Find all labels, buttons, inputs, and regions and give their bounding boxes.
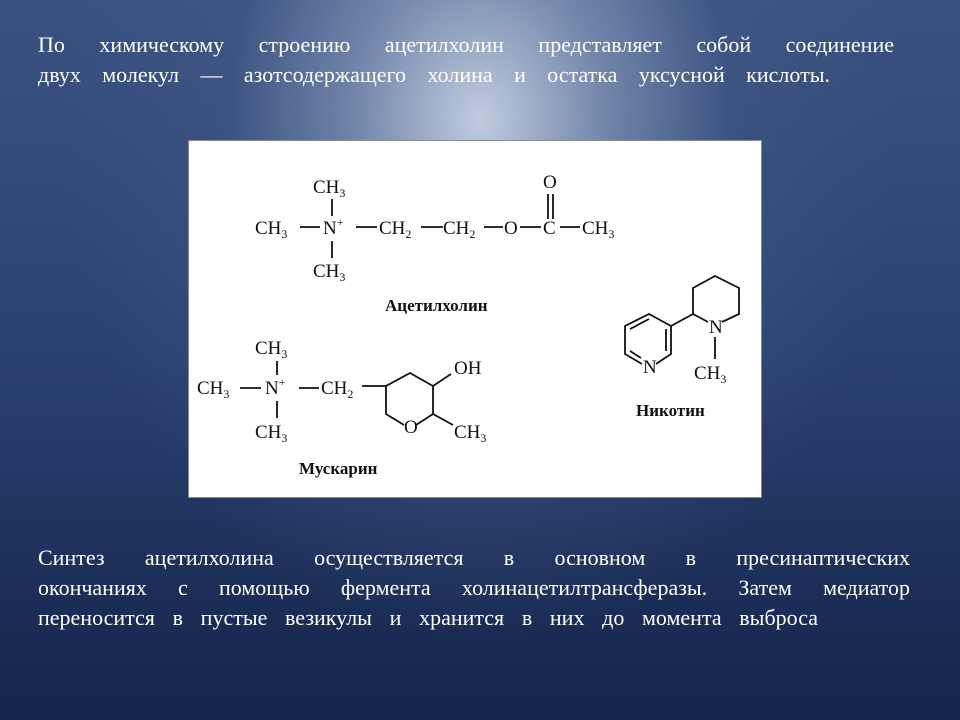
synthesis-line: переносится в пустые везикулы и хранится… bbox=[38, 605, 818, 630]
atom-ch3-top: CH3 bbox=[313, 177, 345, 200]
atom-ch2: CH2 bbox=[321, 378, 353, 401]
atom-ch3-bottom: CH3 bbox=[313, 261, 345, 284]
synthesis-paragraph: Синтез ацетилхолина осуществляется в осн… bbox=[38, 543, 910, 633]
acetylcholine-label: Ацетилхолин bbox=[385, 296, 488, 315]
atom-ch2: CH2 bbox=[443, 218, 475, 241]
atom-n-plus: N+ bbox=[265, 375, 286, 399]
atom-oh: OH bbox=[454, 358, 482, 379]
atom-ch3-left: CH3 bbox=[255, 218, 287, 241]
atom-ch3-bottom: CH3 bbox=[255, 422, 287, 445]
atom-n-piperidine: N bbox=[709, 317, 723, 338]
atom-ch3-left: CH3 bbox=[197, 378, 229, 401]
acetylcholine-structure: CH3 CH3 N+ CH3 CH2 CH2 O C O CH3 Ацетилх… bbox=[255, 172, 614, 315]
atom-ch3-right: CH3 bbox=[582, 218, 614, 241]
atom-o: O bbox=[504, 218, 518, 239]
atom-ch3-top: CH3 bbox=[255, 338, 287, 361]
atom-n-plus: N+ bbox=[323, 215, 344, 239]
intro-line: двух молекул — азотсодержащего холина и … bbox=[38, 62, 830, 87]
intro-paragraph: По химическому строению ацетилхолин пред… bbox=[38, 30, 894, 90]
structures-svg: CH3 CH3 N+ CH3 CH2 CH2 O C O CH3 Ацетилх… bbox=[197, 172, 740, 478]
atom-o-ring: O bbox=[404, 417, 418, 438]
pyridine-ring bbox=[624, 312, 672, 365]
chemical-structures-figure: CH3 CH3 N+ CH3 CH2 CH2 O C O CH3 Ацетилх… bbox=[188, 140, 762, 498]
atom-ch3-ring: CH3 bbox=[454, 422, 486, 445]
atom-ch3: CH3 bbox=[694, 363, 726, 386]
nicotine-label: Никотин bbox=[636, 401, 705, 420]
muscarine-structure: CH3 CH3 N+ CH3 CH2 O OH CH3 Мускарин bbox=[197, 338, 486, 478]
synthesis-line: окончаниях с помощью фермента холинацети… bbox=[38, 575, 910, 600]
synthesis-line: Синтез ацетилхолина осуществляется в осн… bbox=[38, 545, 910, 570]
atom-c: C bbox=[543, 218, 556, 239]
pyrrolidine-ring bbox=[692, 274, 740, 323]
atom-n-pyridine: N bbox=[643, 357, 657, 378]
nicotine-structure: N N CH3 Никотин bbox=[624, 274, 740, 420]
atom-o-carbonyl: O bbox=[543, 172, 557, 193]
muscarine-label: Мускарин bbox=[299, 459, 378, 478]
atom-ch2: CH2 bbox=[379, 218, 411, 241]
intro-line: По химическому строению ацетилхолин пред… bbox=[38, 32, 894, 57]
